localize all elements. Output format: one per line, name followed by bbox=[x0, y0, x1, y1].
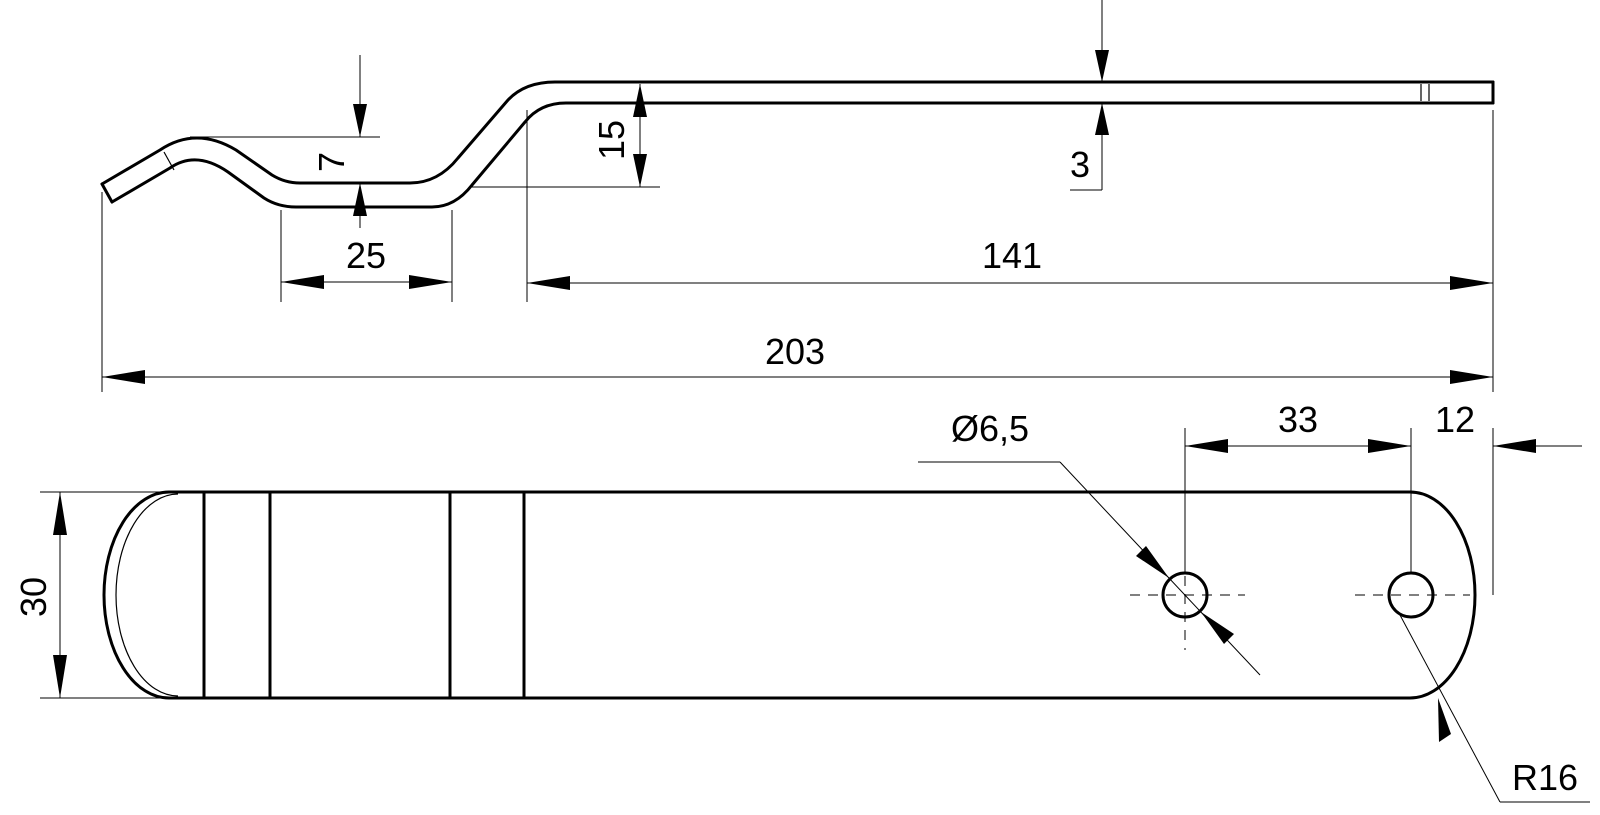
arrowhead bbox=[1185, 439, 1228, 453]
dim-label-width: 30 bbox=[13, 577, 54, 617]
top-view-tip-contour bbox=[115, 493, 179, 697]
arrowhead bbox=[1450, 276, 1493, 290]
arrowhead bbox=[633, 154, 647, 187]
dim-thickness: 3 bbox=[1070, 0, 1109, 191]
arrowhead bbox=[409, 275, 452, 289]
dim-label-bend-length: 25 bbox=[346, 235, 386, 276]
dim-label-flat-length: 141 bbox=[982, 235, 1042, 276]
dim-label-end-radius: R16 bbox=[1512, 757, 1578, 798]
top-view bbox=[102, 490, 1477, 700]
dim-width: 30 bbox=[13, 491, 170, 699]
dim-end-radius: R16 bbox=[1399, 614, 1590, 803]
side-profile-bend-line bbox=[163, 151, 175, 171]
arrowhead bbox=[53, 492, 67, 535]
dim-offset-height: 15 bbox=[470, 84, 660, 188]
dim-hole-diameter: Ø6,5 bbox=[918, 408, 1261, 676]
dim-label-thickness: 3 bbox=[1070, 144, 1090, 185]
arrowhead bbox=[1136, 546, 1169, 578]
dim-label-overall-length: 203 bbox=[765, 331, 825, 372]
arrowhead bbox=[1450, 370, 1493, 384]
side-profile-tip-edge bbox=[100, 182, 114, 204]
arrowhead bbox=[102, 370, 145, 384]
dim-bend-length: 25 bbox=[280, 210, 453, 302]
dim-bend-depth: 7 bbox=[190, 55, 380, 228]
top-view-outline bbox=[102, 490, 1477, 700]
arrowhead bbox=[1095, 50, 1109, 82]
dim-label-bend-depth: 7 bbox=[311, 152, 352, 172]
dim-label-offset-height: 15 bbox=[591, 120, 632, 160]
arrowhead bbox=[353, 183, 367, 216]
arrowhead bbox=[353, 104, 367, 137]
side-profile-lower-edge bbox=[110, 101, 1495, 209]
arrowhead bbox=[1201, 612, 1234, 644]
arrowhead bbox=[1095, 103, 1109, 135]
arrowhead bbox=[281, 275, 324, 289]
side-profile-upper-edge bbox=[100, 80, 1495, 186]
dim-flat-length: 141 bbox=[526, 110, 1494, 392]
leader-line bbox=[1399, 614, 1501, 803]
dim-label-hole-edge-distance: 12 bbox=[1435, 399, 1475, 440]
side-view bbox=[100, 80, 1495, 209]
arrowhead bbox=[527, 276, 570, 290]
dim-overall-length: 203 bbox=[101, 192, 1493, 392]
arrowhead bbox=[53, 655, 67, 698]
arrowhead bbox=[1493, 439, 1536, 453]
dim-label-hole-spacing: 33 bbox=[1278, 399, 1318, 440]
dim-hole-positions: 33 12 bbox=[1184, 399, 1582, 595]
arrowhead bbox=[1438, 698, 1451, 742]
arrowhead bbox=[633, 84, 647, 117]
arrowhead bbox=[1368, 439, 1411, 453]
dim-label-hole-diameter: Ø6,5 bbox=[951, 408, 1029, 449]
